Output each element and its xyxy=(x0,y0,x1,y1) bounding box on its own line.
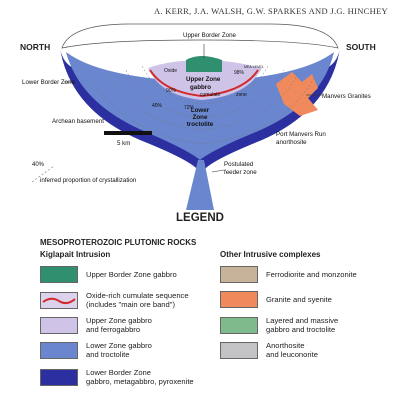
feeder-zone xyxy=(186,160,214,210)
label-feeder-line1: Postulated xyxy=(224,161,254,168)
legend-swatch xyxy=(40,368,78,386)
crystallization-key-text: inferred proportion of crystallization xyxy=(40,177,137,184)
label-lower-border-zone: Lower Border Zone xyxy=(22,79,76,86)
cross-section-diagram: Upper Border Zone Lower Border Zone Arch… xyxy=(22,23,371,210)
legend-item-granite: Granite and syenite xyxy=(220,291,332,308)
label-oxide: Oxide xyxy=(164,68,177,74)
legend-right-heading: Other Intrusive complexes xyxy=(220,250,321,259)
legend-item-text: Oxide-rich cumulate sequence(includes "m… xyxy=(86,291,189,309)
legend-swatch xyxy=(40,291,78,309)
legend-section-title: MESOPROTEROZOIC PLUTONIC ROCKS xyxy=(40,238,197,247)
label-feeder-line2: feeder zone xyxy=(224,169,257,176)
label-pct-98: 98% xyxy=(234,70,245,76)
label-pct-90: 90% xyxy=(166,88,177,94)
contour-72 xyxy=(107,73,299,131)
upper-border-zone-cap xyxy=(186,56,222,72)
label-manvers-granites: Manvers Granites xyxy=(322,93,371,100)
label-pct-40: 40% xyxy=(152,103,163,109)
label-upper-border-zone: Upper Border Zone xyxy=(183,32,237,39)
legend-item-oxide-rich: Oxide-rich cumulate sequence(includes "m… xyxy=(40,291,189,309)
label-mea-level: MEA LEVEL xyxy=(244,65,264,69)
legend-item-ferrodiorite: Ferrodiorite and monzonite xyxy=(220,266,357,283)
page-header: A. KERR, J.A. WALSH, G.W. SPARKES AND J.… xyxy=(153,6,388,16)
label-lower-line3: troctolite xyxy=(187,121,214,128)
roof-outline xyxy=(61,23,339,49)
label-zone: zone xyxy=(236,92,247,98)
label-archean-basement: Archean basement xyxy=(52,118,104,125)
legend-swatch xyxy=(220,316,258,334)
label-port-manvers-line1: Port Manvers Run xyxy=(276,131,326,138)
label-cumulate: cumulate xyxy=(200,92,221,98)
legend-swatch xyxy=(220,291,258,308)
legend-swatch xyxy=(40,341,78,359)
legend-item-upper-border-zone: Upper Border Zone gabbro xyxy=(40,266,177,283)
label-lower-line1: Lower xyxy=(191,107,210,114)
label-pct-72: 72% xyxy=(184,105,195,111)
label-upper-zone-line1: Upper Zone xyxy=(186,76,221,83)
scale-bar xyxy=(104,131,152,135)
legend-title: LEGEND xyxy=(176,212,224,224)
crystallization-key-line xyxy=(31,165,55,183)
label-upper-zone-line2: gabbro xyxy=(190,84,211,91)
contour-90 xyxy=(125,69,285,119)
contour-98 xyxy=(141,65,269,105)
oxide-band xyxy=(149,69,259,98)
legend-item-text: Granite and syenite xyxy=(266,295,332,304)
legend-item-text: Ferrodiorite and monzonite xyxy=(266,270,357,279)
legend-left-heading: Kiglapait Intrusion xyxy=(40,250,111,259)
legend-item-text: Upper Border Zone gabbro xyxy=(86,270,177,279)
label-port-manvers-line2: anorthosite xyxy=(276,139,307,146)
leader-feeder xyxy=(211,169,225,173)
legend-swatch xyxy=(40,266,78,283)
crystallization-key-value: 40% xyxy=(32,162,45,168)
legend-swatch xyxy=(40,316,78,334)
label-scale: 5 km xyxy=(117,140,130,147)
manvers-granites xyxy=(276,72,318,116)
north-label: NORTH xyxy=(20,42,51,52)
south-label: SOUTH xyxy=(346,42,376,52)
legend-swatch xyxy=(220,341,258,359)
oxide-swatch-line xyxy=(42,297,76,304)
lower-zone-body xyxy=(66,52,334,160)
legend-swatch xyxy=(220,266,258,283)
label-lower-line2: Zone xyxy=(193,114,208,121)
